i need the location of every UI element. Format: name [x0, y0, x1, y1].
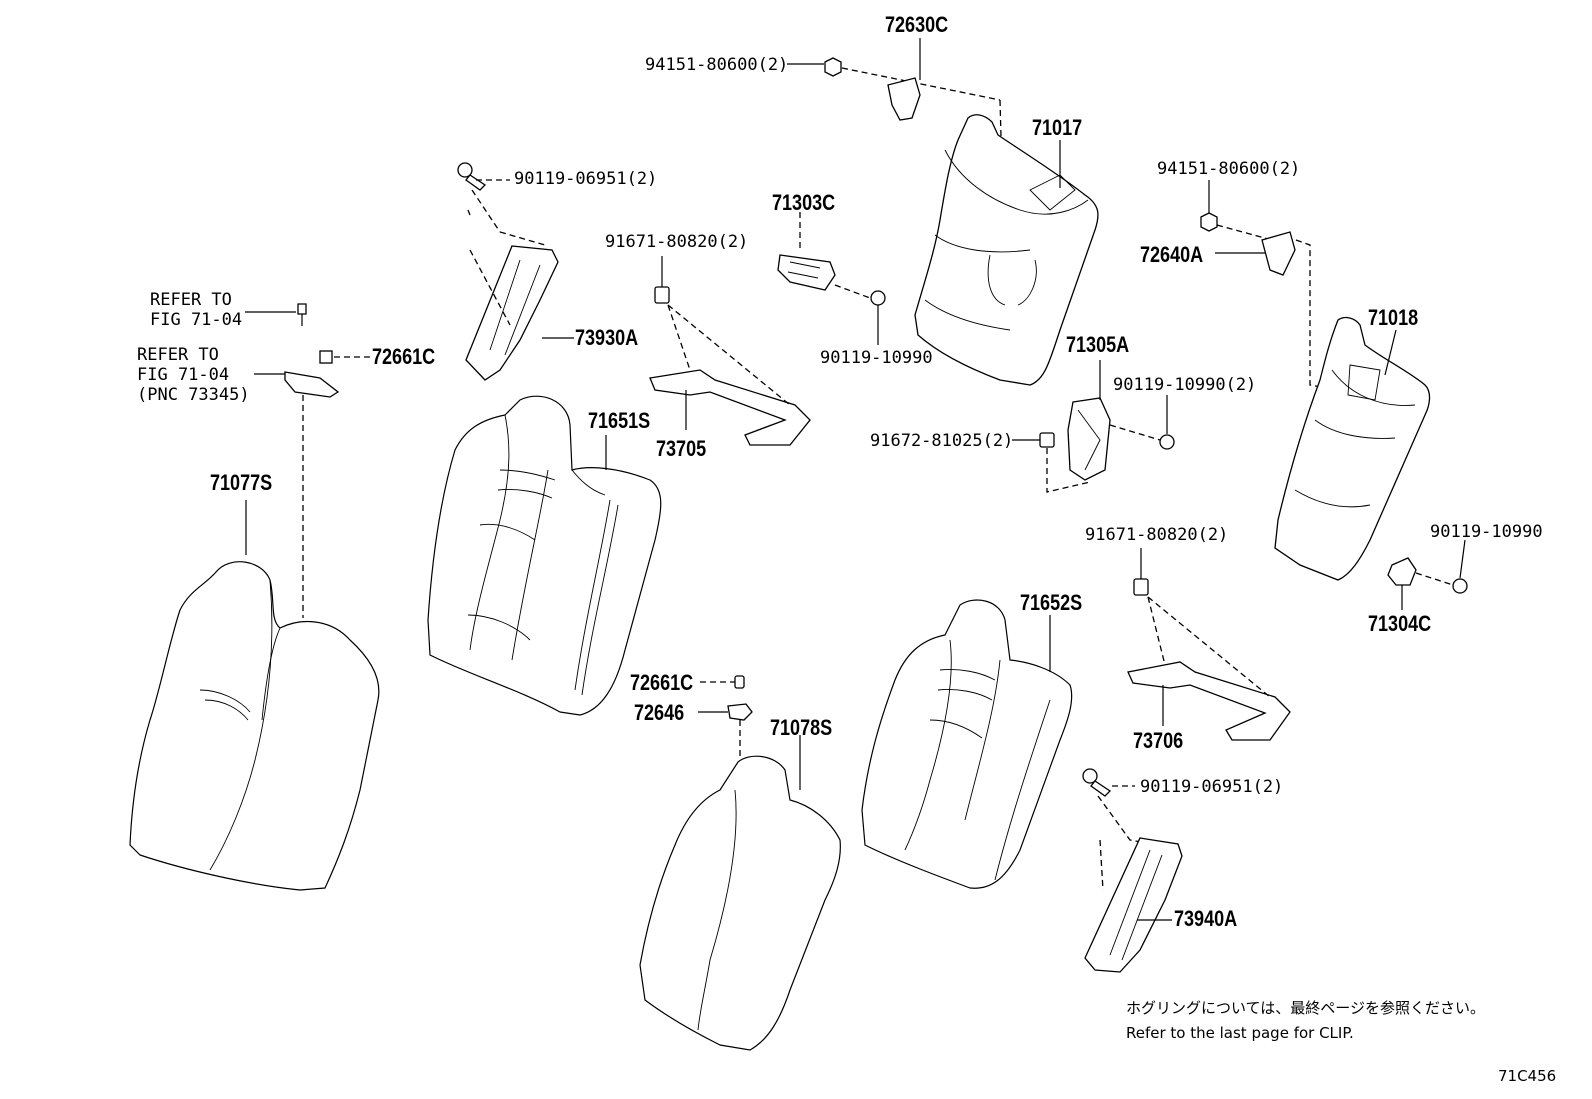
hinge-72630c	[787, 38, 1004, 211]
seatback-cover-71651s	[427, 395, 662, 716]
label-73930a: 73930A	[575, 326, 638, 350]
label-90119-10990-right: 90119-10990	[1430, 522, 1543, 542]
label-91672: 91672-81025(2)	[870, 431, 1013, 451]
leader-71018	[1384, 329, 1397, 376]
label-72661c-bottom: 72661C	[630, 671, 693, 695]
label-71305a: 71305A	[1066, 333, 1129, 357]
label-91671-bottom: 91671-80820(2)	[1085, 525, 1228, 545]
label-72646: 72646	[634, 701, 684, 725]
label-90119-06951-bottom: 90119-06951(2)	[1140, 777, 1283, 797]
bracket-73705	[649, 256, 811, 446]
label-71651s: 71651S	[588, 409, 650, 433]
label-71018: 71018	[1368, 306, 1418, 330]
label-94151-top: 94151-80600(2)	[645, 55, 788, 75]
seatback-cover-71078s	[639, 755, 841, 1051]
frame-71017	[914, 114, 1099, 386]
refer-note-1-line2: FIG 71-04	[150, 310, 242, 330]
side-airbag-73940a	[1082, 768, 1183, 973]
clip-72646	[698, 675, 753, 760]
refer-note-1-line1: REFER TO	[150, 290, 232, 310]
seatback-cover-71077s	[129, 561, 380, 891]
figure-code: 71C456	[1498, 1067, 1556, 1085]
label-90119-10990-2: 90119-10990(2)	[1113, 375, 1256, 395]
label-71652s: 71652S	[1020, 591, 1082, 615]
label-94151-right: 94151-80600(2)	[1157, 159, 1300, 179]
label-72640a: 72640A	[1140, 243, 1203, 267]
label-73705: 73705	[656, 437, 706, 461]
refer-note-2-line3: (PNC 73345)	[137, 385, 250, 405]
label-73706: 73706	[1133, 729, 1183, 753]
seatback-cover-71652s	[861, 599, 1073, 889]
side-airbag-73930a	[457, 162, 559, 381]
refer-note-2-line2: FIG 71-04	[137, 365, 229, 385]
label-71017: 71017	[1032, 116, 1082, 140]
clip-refer	[245, 303, 370, 398]
bracket-71304c	[1387, 539, 1468, 610]
clip-note-english: Refer to the last page for CLIP.	[1126, 1024, 1354, 1042]
label-90119-06951-top: 90119-06951(2)	[514, 169, 657, 189]
label-71078s: 71078S	[770, 716, 832, 740]
label-71077s: 71077S	[210, 471, 272, 495]
label-73940a: 73940A	[1174, 907, 1237, 931]
label-72661c-top: 72661C	[372, 345, 435, 369]
label-71303c: 71303C	[772, 191, 835, 215]
hinge-72640a	[1200, 180, 1341, 391]
clip-note-japanese: ホグリングについては、最終ページを参照ください。	[1126, 999, 1485, 1017]
bracket-71303c	[777, 212, 886, 345]
refer-note-2-line1: REFER TO	[137, 345, 219, 365]
frame-71018	[1274, 316, 1431, 581]
label-90119-10990-mid: 90119-10990	[820, 348, 933, 368]
label-72630c: 72630C	[885, 13, 948, 37]
bracket-73706	[1127, 548, 1291, 741]
label-91671-top: 91671-80820(2)	[605, 232, 748, 252]
label-71304c: 71304C	[1368, 612, 1431, 636]
bracket-71305a	[1012, 360, 1175, 493]
